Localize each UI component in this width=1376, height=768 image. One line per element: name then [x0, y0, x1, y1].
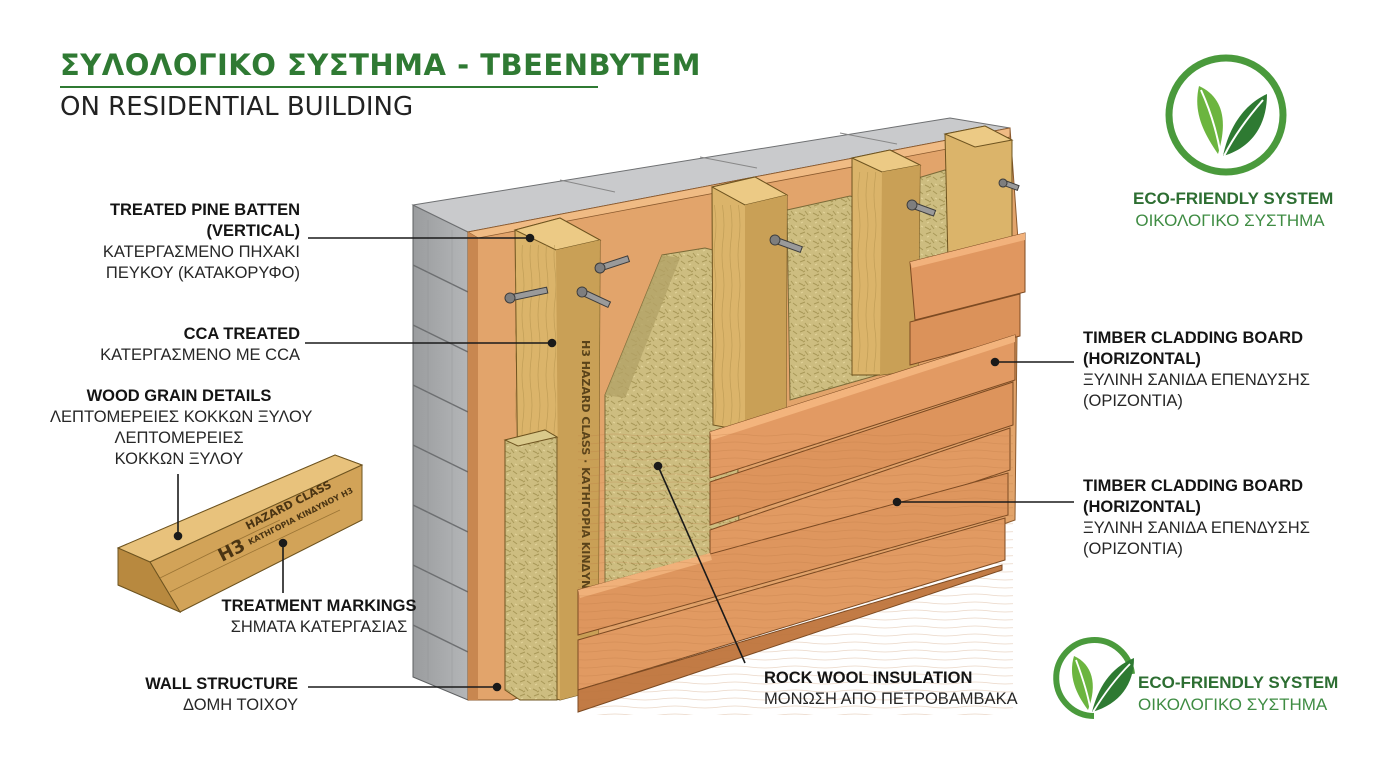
- eco-badge-top-text: ECO-FRIENDLY SYSTEM ΟΙΚΟΛΟΓΙΚΟ ΣΥΣΤΗΜΑ: [1133, 189, 1334, 230]
- eco-badge-bottom-text: ECO-FRIENDLY SYSTEM ΟΙΚΟΛΟΓΙΚΟ ΣΥΣΤΗΜΑ: [1138, 673, 1339, 714]
- label-rock-wool-insulation: ROCK WOOL INSULATION ΜΟΝΩΣΗ ΑΠΟ ΠΕΤΡΟΒΑΜ…: [764, 669, 1018, 708]
- fastener-screws: [504, 178, 1020, 309]
- page-subtitle: ON RESIDENTIAL BUILDING: [60, 92, 414, 122]
- label-treated-pine-batten: TREATED PINE BATTEN (VERTICAL) ΚΑΤΕΡΓΑΣΜ…: [102, 201, 300, 282]
- label-cca-treated: CCA TREATED ΚΑΤΕΡΓΑΣΜΕΝΟ ΜΕ CCA: [100, 325, 300, 364]
- loose-timber-piece: H3 HAZARD CLASS ΚΑΤΗΓΟΡΙΑ ΚΙΝΔΥΝΟΥ H3: [116, 454, 364, 614]
- page-title: ΣΥΛΟΛΟΓΙΚΟ ΣΥΣΤΗΜΑ - TBEENBYTEM: [60, 48, 701, 82]
- label-timber-cladding-board-1: TIMBER CLADDING BOARD (HORIZONTAL) ΞΥΛΙΝ…: [1083, 329, 1310, 410]
- label-wood-grain-details: WOOD GRAIN DETAILS ΛΕΠΤΟΜΕΡΕΙΕΣ ΚΟΚΚΩΝ Ξ…: [50, 387, 313, 468]
- leaf-circle-icon: [1165, 54, 1287, 176]
- cladding-boards: [577, 232, 1026, 715]
- label-timber-cladding-board-2: TIMBER CLADDING BOARD (HORIZONTAL) ΞΥΛΙΝ…: [1083, 477, 1310, 558]
- label-treatment-markings: TREATMENT MARKINGS ΣΗΜΑΤΑ ΚΑΤΕΡΓΑΣΙΑΣ: [221, 597, 417, 636]
- label-wall-structure: WALL STRUCTURE ΔΟΜΗ ΤΟΙΧΟΥ: [145, 675, 298, 714]
- leaf-circle-icon: [1053, 637, 1135, 719]
- concrete-block-wall: [411, 117, 1011, 701]
- title-underline: [60, 86, 598, 88]
